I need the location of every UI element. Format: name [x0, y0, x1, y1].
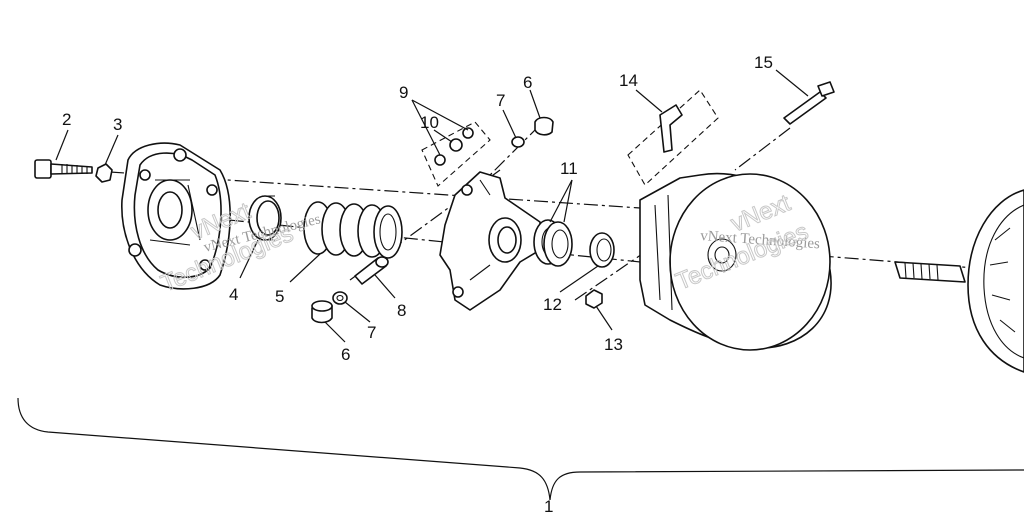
bushing-part-4 — [248, 195, 282, 241]
bolt-part-2 — [34, 159, 93, 179]
leader-10 — [433, 129, 453, 143]
weight-axis-line — [489, 124, 541, 176]
leader-6-upper — [529, 89, 541, 119]
leader-13 — [595, 305, 613, 331]
leader-2 — [55, 129, 69, 161]
leader-11a — [549, 179, 573, 223]
callout-8: 8 — [397, 301, 406, 320]
callout-6-upper: 6 — [523, 73, 532, 92]
callout-10: 10 — [420, 113, 439, 132]
callout-7-lower: 7 — [367, 323, 376, 342]
callout-2: 2 — [62, 110, 71, 129]
leader-11b — [563, 179, 573, 223]
clip-part-14 — [627, 89, 719, 186]
fixed-sheave-part — [894, 189, 1024, 373]
spider-plate-part — [439, 171, 541, 311]
leader-15 — [775, 69, 809, 97]
leader-12 — [559, 265, 599, 293]
leader-7-lower — [344, 301, 371, 323]
callout-12: 12 — [543, 295, 562, 314]
leader-7-upper — [502, 109, 517, 139]
bolt-part-15 — [783, 81, 835, 125]
callout-1: 1 — [544, 497, 553, 512]
leader-14 — [635, 89, 663, 113]
leader-4 — [239, 239, 259, 279]
callout-11: 11 — [560, 159, 578, 178]
callout-6-lower: 6 — [341, 345, 350, 364]
cover-plate-part — [121, 142, 231, 290]
callout-9: 9 — [399, 83, 408, 102]
leader-8 — [374, 274, 396, 299]
assembly-brace — [17, 397, 1024, 501]
leader-3 — [104, 134, 119, 166]
leader-6-lower — [324, 321, 346, 343]
leader-9b — [411, 99, 469, 131]
callout-5: 5 — [275, 287, 284, 306]
leader-9a — [411, 99, 441, 156]
cap-part-6-upper — [534, 116, 554, 136]
washer-part-7-upper — [511, 136, 525, 148]
callout-3: 3 — [113, 115, 122, 134]
callout-13: 13 — [604, 335, 623, 354]
movable-sheave-part — [639, 172, 832, 351]
washer-part-7-lower — [332, 291, 348, 305]
spring-part-5 — [303, 201, 403, 259]
callout-14: 14 — [619, 71, 638, 90]
callout-4: 4 — [229, 285, 238, 304]
pin-part-8 — [354, 256, 389, 285]
cap-part-6-lower — [311, 300, 333, 324]
cover-axis-line — [574, 251, 646, 301]
bushing-part-12 — [589, 232, 615, 268]
rollers-part-11 — [533, 219, 573, 267]
callout-15: 15 — [754, 53, 773, 72]
nut-part-13 — [585, 289, 603, 309]
leader-5 — [289, 253, 321, 283]
callout-7-upper: 7 — [496, 91, 505, 110]
nut-part-3 — [95, 163, 113, 183]
bolt-axis-line — [734, 127, 791, 171]
